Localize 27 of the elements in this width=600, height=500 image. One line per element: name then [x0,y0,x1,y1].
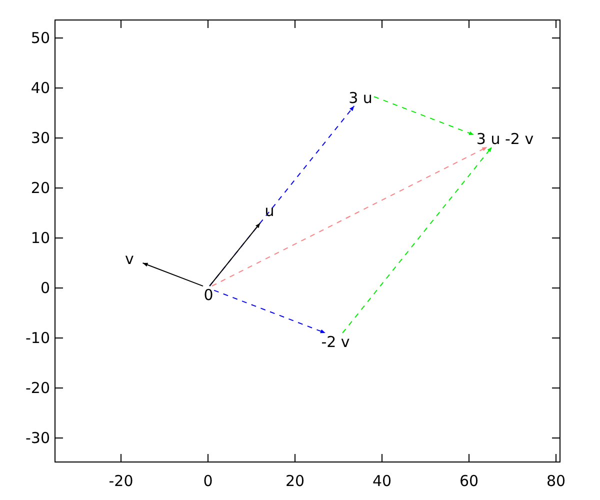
axis-tick-label: 40 [30,79,50,97]
point-label: 3 u [347,89,374,106]
point-label: -2 v [319,333,352,350]
axis-tick-label: 30 [30,129,50,147]
axis-tick-label: 50 [30,29,50,47]
axis-tick-label: 80 [546,472,566,490]
axis-tick-label: -30 [26,429,50,447]
point-label: v [124,250,135,267]
point-label: u [264,202,275,219]
vector-arrow [342,146,492,334]
axis-tick-label: 0 [40,279,50,297]
axis-tick-label: 40 [372,472,392,490]
axis-tick-label: 60 [459,472,479,490]
axis-tick-label: -20 [108,472,134,490]
vector-arrow [209,222,261,286]
vector-arrow [214,290,326,334]
axis-tick-label: 10 [30,229,50,247]
vector-arrow [374,96,474,136]
axis-tick-label: 20 [285,472,305,490]
point-label: 0 [203,286,214,303]
point-label: 3 u -2 v [474,130,536,147]
axis-tick-label: -20 [26,379,50,397]
axis-tick-label: -10 [26,329,50,347]
axis-tick-label: 0 [203,472,213,490]
vector-arrow [211,146,488,286]
axis-tick-label: 20 [30,179,50,197]
vector-arrow [142,262,204,287]
